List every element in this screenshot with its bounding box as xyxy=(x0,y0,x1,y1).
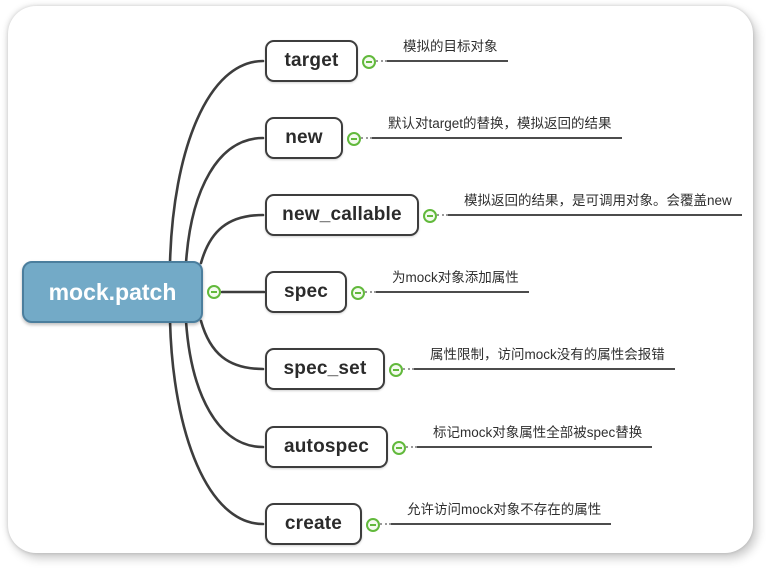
dotted-connector xyxy=(406,446,417,448)
topic-label: spec_set xyxy=(283,358,367,379)
dotted-connector xyxy=(437,214,448,216)
note-row-create: 允许访问mock对象不存在的属性 xyxy=(366,500,612,532)
dotted-connector xyxy=(365,291,376,293)
note-text: 为mock对象添加属性 xyxy=(376,268,529,293)
topic-label: spec xyxy=(283,281,329,302)
collapse-minus-icon[interactable] xyxy=(207,285,221,299)
note-row-autospec: 标记mock对象属性全部被spec替换 xyxy=(392,423,653,455)
collapse-minus-icon[interactable] xyxy=(389,363,403,377)
note-text: 默认对target的替换，模拟返回的结果 xyxy=(372,114,622,139)
dotted-connector xyxy=(380,523,391,525)
collapse-minus-icon[interactable] xyxy=(366,518,380,532)
collapse-minus-icon[interactable] xyxy=(351,286,365,300)
note-row-spec: 为mock对象添加属性 xyxy=(351,268,529,300)
root-topic-mock-patch[interactable]: mock.patch xyxy=(22,261,203,323)
topic-target[interactable]: target xyxy=(265,40,358,82)
dotted-connector xyxy=(361,137,372,139)
topic-label: target xyxy=(284,50,339,71)
collapse-minus-icon[interactable] xyxy=(347,132,361,146)
note-text: 标记mock对象属性全部被spec替换 xyxy=(417,423,653,448)
topic-label: autospec xyxy=(283,436,369,457)
note-row-new-callable: 模拟返回的结果，是可调用对象。会覆盖new xyxy=(423,191,742,223)
note-text: 允许访问mock对象不存在的属性 xyxy=(391,500,612,525)
note-row-new: 默认对target的替换，模拟返回的结果 xyxy=(347,114,622,146)
topic-create[interactable]: create xyxy=(265,503,362,545)
topic-new[interactable]: new xyxy=(265,117,343,159)
note-row-target: 模拟的目标对象 xyxy=(362,37,508,69)
dotted-connector xyxy=(403,368,414,370)
topic-label: new_callable xyxy=(282,204,402,225)
note-text: 模拟返回的结果，是可调用对象。会覆盖new xyxy=(448,191,742,216)
topic-new-callable[interactable]: new_callable xyxy=(265,194,419,236)
note-text: 属性限制，访问mock没有的属性会报错 xyxy=(414,345,675,370)
note-row-spec-set: 属性限制，访问mock没有的属性会报错 xyxy=(389,345,675,377)
topic-spec-set[interactable]: spec_set xyxy=(265,348,385,390)
note-text: 模拟的目标对象 xyxy=(387,37,508,62)
topic-autospec[interactable]: autospec xyxy=(265,426,388,468)
collapse-minus-icon[interactable] xyxy=(392,441,406,455)
topic-label: new xyxy=(285,127,323,148)
dotted-connector xyxy=(376,60,387,62)
collapse-minus-icon[interactable] xyxy=(362,55,376,69)
topic-spec[interactable]: spec xyxy=(265,271,347,313)
collapse-minus-icon[interactable] xyxy=(423,209,437,223)
root-topic-label: mock.patch xyxy=(48,278,177,305)
topic-label: create xyxy=(284,513,343,534)
